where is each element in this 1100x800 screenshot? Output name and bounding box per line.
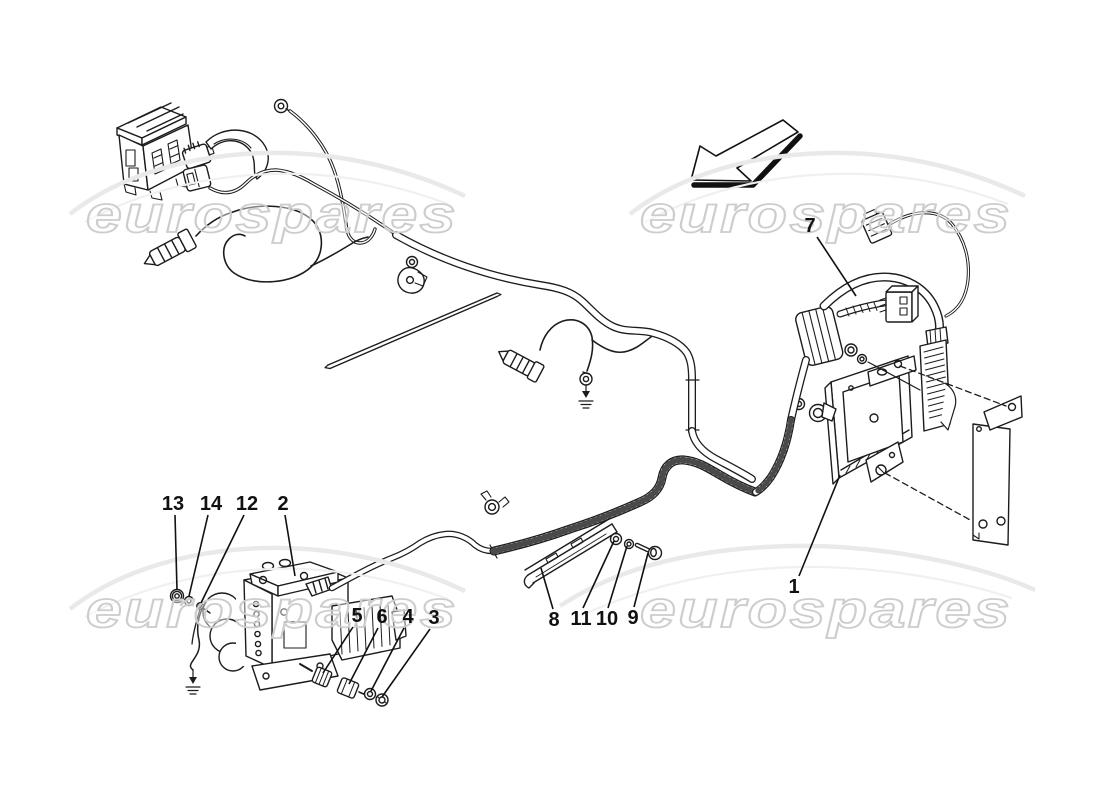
aux-connector (879, 285, 919, 323)
callout-leader-14 (188, 514, 209, 597)
callout-leader-10 (607, 545, 628, 609)
part-number-label-12: 12 (236, 493, 258, 515)
callout-leader-11 (582, 540, 615, 609)
part-number-label-4: 4 (402, 606, 414, 628)
callout-leader-4 (370, 627, 405, 692)
ecu-mount-nut (844, 343, 858, 357)
callout-leader-5 (322, 626, 354, 674)
damper-bushing-5 (311, 666, 333, 688)
mounting-dash-leaders (884, 365, 1007, 522)
callout-leader-13 (174, 514, 178, 591)
mounting-plate (972, 395, 1023, 546)
washer-4 (363, 687, 377, 701)
part-number-label-10: 10 (596, 608, 618, 630)
part-number-label-13: 13 (162, 493, 184, 515)
part-number-label-5: 5 (351, 605, 362, 627)
ecu-multi-pin-connector (919, 326, 957, 432)
ecu-harness-boot (795, 305, 844, 366)
ring-terminal-top (273, 98, 293, 114)
abs-mounting-foot (251, 653, 339, 691)
braid-clamp (480, 490, 510, 515)
ground-lead-wire (288, 109, 377, 245)
callout-leader-6 (348, 627, 379, 685)
braided-harness (489, 455, 760, 556)
part-number-label-11: 11 (570, 608, 591, 630)
main-harness-tube (392, 231, 756, 483)
part-number-label-7: 7 (804, 215, 815, 237)
ecu-top-bracket (867, 355, 917, 387)
callout-leader-7 (816, 236, 857, 297)
harness-clamp-mid (397, 255, 428, 294)
harness-twisted-bundle (836, 299, 888, 318)
callout-leader-12 (200, 514, 245, 604)
nut-3 (375, 693, 389, 707)
part-number-label-14: 14 (200, 493, 223, 515)
ecu-drop-tube (752, 356, 810, 496)
part-number-label-6: 6 (376, 606, 387, 628)
ecu-box (824, 343, 921, 485)
callout-leader-3 (381, 628, 431, 698)
wheel-speed-sensor-left (143, 228, 197, 267)
ecu-bottom-bracket (865, 441, 904, 483)
ecu-p-clamp (792, 397, 837, 423)
part-number-label-1: 1 (788, 576, 799, 598)
rigid-pipe-rod (324, 292, 502, 370)
ecu-mount-washer (856, 353, 868, 365)
abs-ground-wire (185, 601, 207, 695)
callout-leader-1 (798, 474, 841, 577)
part-number-label-3: 3 (428, 607, 439, 629)
part-number-label-2: 2 (277, 493, 288, 515)
callout-leader-2 (284, 514, 296, 577)
part-number-label-9: 9 (627, 607, 638, 629)
wheel-speed-sensor-center (498, 319, 652, 383)
callout-leader-8 (540, 567, 554, 610)
part-number-label-8: 8 (548, 609, 559, 631)
ground-terminal-center (578, 371, 594, 409)
callout-leader-9 (633, 552, 649, 608)
ecu-harness-arc-tube (819, 272, 945, 343)
